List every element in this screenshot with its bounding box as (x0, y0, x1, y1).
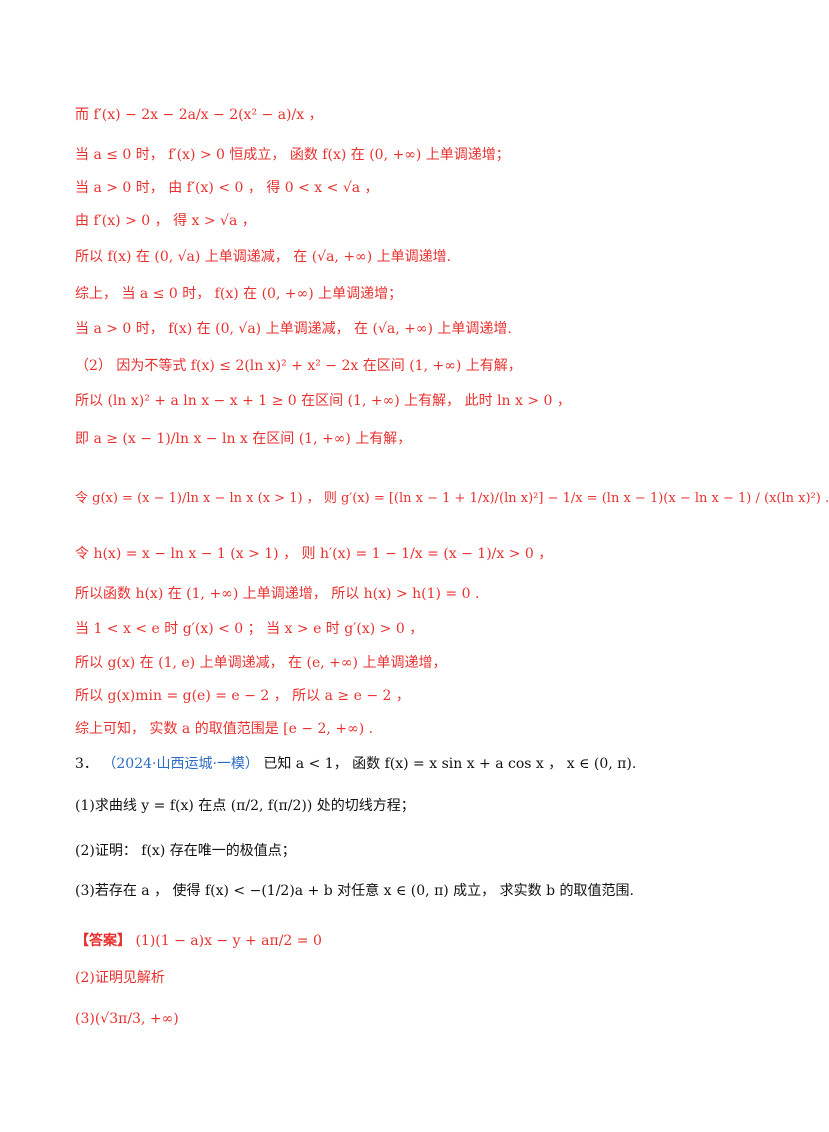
question-part-1: (1)求曲线 y = f(x) 在点 (π/2, f(π/2)) 处的切线方程； (75, 798, 415, 814)
answer-part-3: (3)(√3π/3, +∞) (75, 1011, 179, 1027)
solution-line-15: 所以 g(x) 在 (1, e) 上单调递减， 在 (e, +∞) 上单调递增， (75, 655, 447, 671)
question-part-2: (2)证明： f(x) 存在唯一的极值点； (75, 843, 296, 859)
answer-part-1: (1)(1 − a)x − y + aπ/2 = 0 (135, 933, 322, 949)
solution-line-1: 而 f′(x) − 2x − 2a/x − 2(x² − a)/x ， (75, 107, 323, 123)
answer-part-2: (2)证明见解析 (75, 970, 165, 986)
question-part-3: (3)若存在 a ， 使得 f(x) < −(1/2)a + b 对任意 x ∈… (75, 883, 634, 899)
solution-line-9: 所以 (ln x)² + a ln x − x + 1 ≥ 0 在区间 (1, … (75, 393, 571, 409)
question-3-stem: 3． （2024·山西运城·一模） 已知 a < 1， 函数 f(x) = x … (75, 753, 636, 775)
question-number: 3． (75, 756, 98, 772)
question-condition: 已知 a < 1， 函数 f(x) = x sin x + a cos x ， … (263, 756, 637, 772)
solution-line-7: 当 a > 0 时， f(x) 在 (0, √a) 上单调递减， 在 (√a, … (75, 321, 512, 337)
solution-line-4: 由 f′(x) > 0 ， 得 x > √a ， (75, 213, 256, 229)
solution-line-16: 所以 g(x)min = g(e) = e − 2 ， 所以 a ≥ e − 2… (75, 688, 410, 704)
answer-label: 【答案】 (75, 933, 131, 949)
solution-line-3: 当 a > 0 时， 由 f′(x) < 0 ， 得 0 < x < √a ， (75, 180, 379, 196)
answer-line-1: 【答案】 (1)(1 − a)x − y + aπ/2 = 0 (75, 930, 322, 952)
solution-line-14: 当 1 < x < e 时 g′(x) < 0 ； 当 x > e 时 g′(x… (75, 621, 424, 637)
solution-line-2: 当 a ≤ 0 时， f′(x) > 0 恒成立， 函数 f(x) 在 (0, … (75, 147, 510, 163)
solution-line-13: 所以函数 h(x) 在 (1, +∞) 上单调递增， 所以 h(x) > h(1… (75, 586, 480, 602)
solution-line-17: 综上可知， 实数 a 的取值范围是 [e − 2, +∞) . (75, 721, 374, 737)
question-source: （2024·山西运城·一模） (102, 756, 259, 772)
document-page: 而 f′(x) − 2x − 2a/x − 2(x² − a)/x ， 当 a … (75, 107, 829, 1027)
solution-line-12: 令 h(x) = x − ln x − 1 (x > 1) ， 则 h′(x) … (75, 546, 553, 562)
solution-line-10: 即 a ≥ (x − 1)/ln x − ln x 在区间 (1, +∞) 上有… (75, 431, 412, 447)
solution-line-8: （2） 因为不等式 f(x) ≤ 2(ln x)² + x² − 2x 在区间 … (75, 358, 522, 374)
solution-line-6: 综上， 当 a ≤ 0 时， f(x) 在 (0, +∞) 上单调递增； (75, 286, 403, 302)
solution-line-11: 令 g(x) = (x − 1)/ln x − ln x (x > 1) ， 则… (75, 491, 829, 506)
solution-line-5: 所以 f(x) 在 (0, √a) 上单调递减， 在 (√a, +∞) 上单调递… (75, 249, 452, 265)
